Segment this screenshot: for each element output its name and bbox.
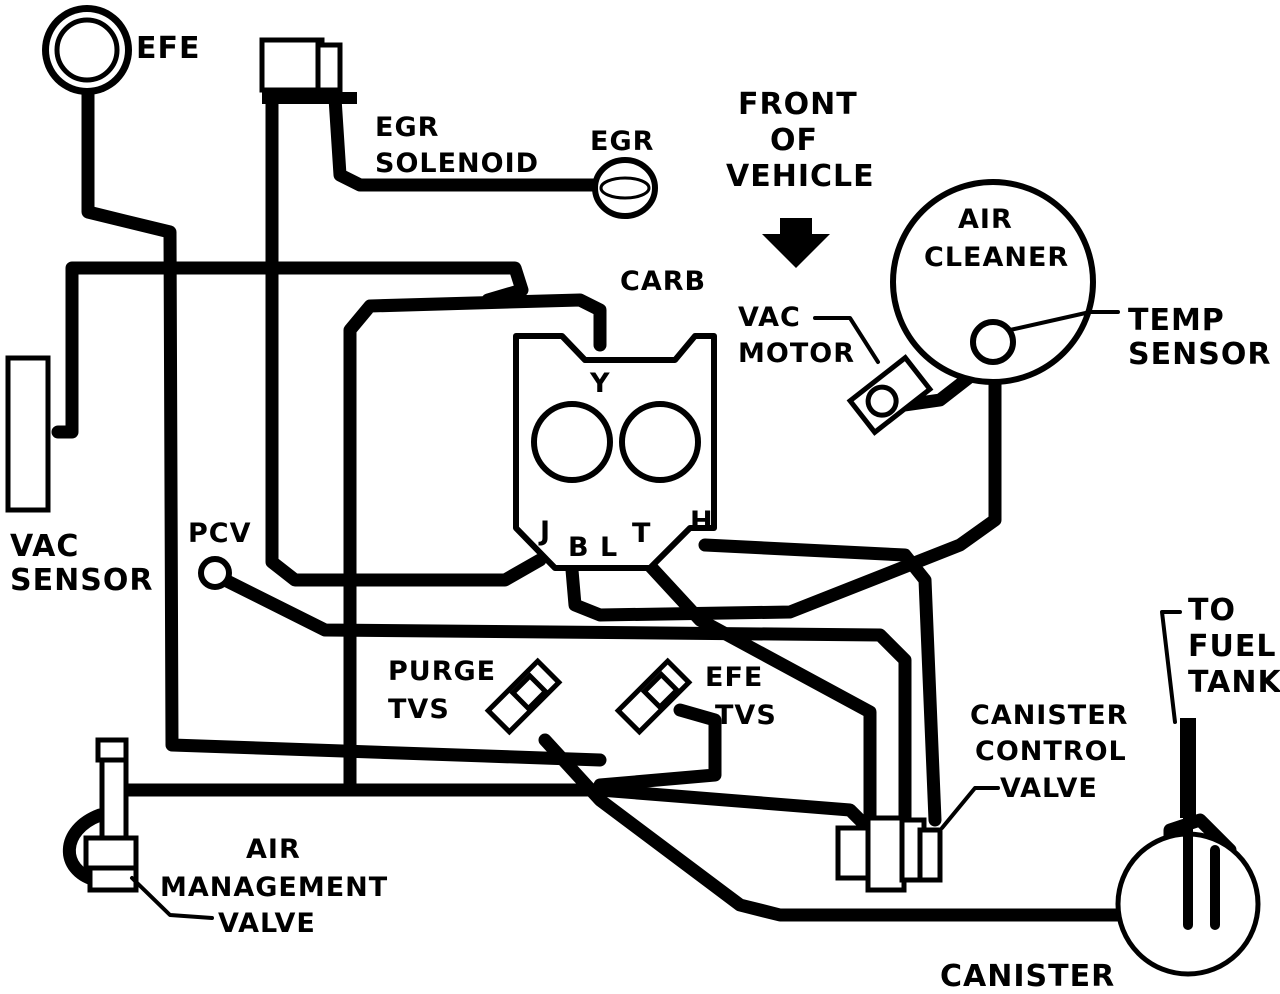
port-h: H [690,506,714,537]
carb-t-hose [633,548,877,827]
egr-solenoid-hose [265,75,547,587]
air-mgmt-hose [62,808,107,887]
vac-motor-label-1: VAC [738,302,801,333]
port-t: T [632,518,651,549]
egr-solenoid-label: EGR [375,112,439,143]
port-y: Y [589,368,611,399]
canister-control-label-2: CONTROL [975,736,1127,767]
egr-solenoid-label-2: SOLENOID [375,148,539,179]
front-label-3: VEHICLE [726,159,875,194]
carb-y-hose [343,293,607,792]
air-mgmt-label-3: VALVE [218,908,316,939]
carb-h-hose [698,538,942,827]
canister-control-label-3: VALVE [1000,773,1098,804]
air-mgmt-label-1: AIR [246,834,301,865]
vac-motor-leader [813,316,880,364]
front-arrow-icon [762,218,830,268]
carb-icon [513,333,717,571]
front-label-2: OF [770,123,818,158]
air-cleaner-icon [890,179,1096,385]
canister-control-valve-icon [835,815,943,893]
air-cleaner-label-1: AIR [958,204,1013,235]
purge-hose [538,733,1237,922]
air-management-valve-icon [83,737,139,893]
air-mgmt-label-2: MANAGEMENT [160,872,388,903]
air-mgmt-leader [130,876,214,920]
fuel-tank-line [1180,718,1196,818]
canister-control-leader [940,786,1000,830]
vac-sensor-label-2: SENSOR [10,563,153,598]
temp-sensor-label-2: SENSOR [1128,337,1271,372]
fuel-tank-leader [1160,610,1182,724]
efe-icon [42,5,132,95]
egr-solenoid-icon [259,37,357,104]
vac-sensor-icon [5,355,51,513]
vac-motor-icon [846,354,934,436]
manifold-hose [115,783,872,832]
to-fuel-tank-label-3: TANK [1188,665,1280,700]
temp-sensor-label-1: TEMP [1128,303,1225,338]
vac-motor-label-2: MOTOR [738,338,855,369]
egr-valve-icon [592,157,658,219]
purge-tvs-icon [484,657,563,736]
purge-tvs-label-2: TVS [388,694,450,725]
port-j: J [538,516,551,547]
air-cleaner-label-2: CLEANER [924,242,1069,273]
carb-b-hose [565,363,1002,622]
to-fuel-tank-label-2: FUEL [1188,629,1276,664]
pcv-label: PCV [188,518,252,549]
efe-tvs-hose [593,703,722,792]
canister-control-label-1: CANISTER [970,700,1128,731]
egr-hose [328,91,607,192]
canister-label: CANISTER [940,959,1115,994]
front-label-1: FRONT [738,87,858,122]
pcv-hose [208,568,912,832]
efe-tvs-label-1: EFE [705,662,763,693]
to-fuel-tank-label-1: TO [1188,593,1236,628]
vac-sensor-label-1: VAC [10,529,79,564]
egr-label: EGR [590,126,654,157]
pcv-icon [198,556,232,590]
efe-label: EFE [136,31,200,66]
canister-icon [1115,813,1261,977]
port-l: L [600,532,618,563]
temp-sensor-leader [1008,310,1120,332]
port-b: B [568,532,590,563]
efe-tvs-icon [614,657,693,736]
vac-sensor-hose [51,261,529,439]
purge-tvs-label-1: PURGE [388,656,496,687]
efe-hose [81,83,607,767]
efe-tvs-label-2: TVS [715,700,777,731]
carb-label: CARB [620,266,706,297]
